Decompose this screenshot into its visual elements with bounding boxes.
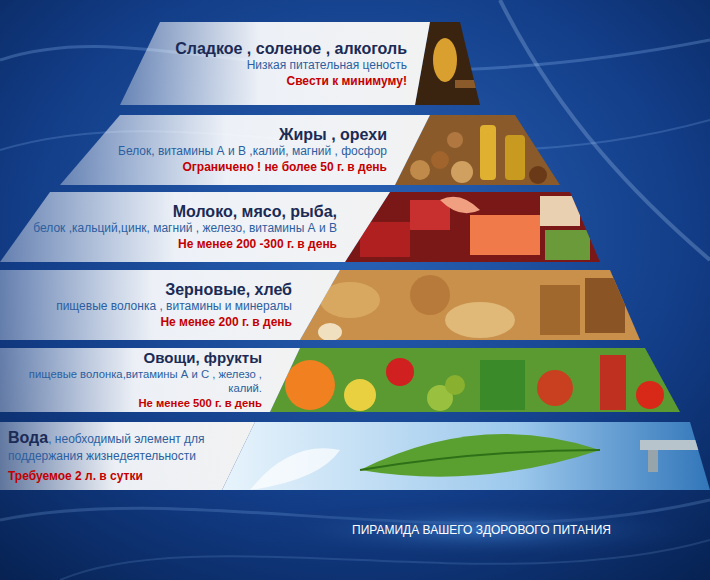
band-note: Не менее 500 г. в день (138, 396, 262, 411)
band-note: Требуемое 2 л. в сутки (8, 468, 143, 484)
pyramid-band: Жиры , орехиБелок, витамины А и В ,калий… (60, 115, 430, 185)
band-description: Белок, витамины А и В ,калий, магний , ф… (118, 144, 387, 159)
band-heading: Овощи, фрукты (144, 349, 262, 367)
band-heading: Молоко, мясо, рыба, (173, 202, 337, 221)
band-text-area: Вода, необходимый элемент для поддержани… (8, 423, 212, 489)
band-heading: Зерновые, хлеб (165, 280, 292, 299)
pyramid-band: Овощи, фруктыпищевые волонка,витамины А … (0, 348, 300, 412)
band-text-area: Сладкое , соленое , алкогольНизкая питат… (124, 23, 407, 104)
band-heading-line: Вода, необходимый элемент для поддержани… (8, 428, 212, 464)
band-description: Низкая питательная ценость (247, 58, 407, 73)
band-note: Ограничено ! не более 50 г. в день (183, 159, 387, 175)
band-note: Не менее 200 г. в день (160, 314, 292, 330)
band-note: Не менее 200 -300 г. в день (178, 236, 337, 252)
band-text-area: Молоко, мясо, рыба,белок ,кальций,цинк, … (4, 193, 337, 261)
pyramid-band: Сладкое , соленое , алкогольНизкая питат… (120, 22, 430, 105)
band-description: белок ,кальций,цинк, магний , железо, ви… (33, 221, 337, 236)
band-outline (0, 348, 300, 412)
band-text-area: Зерновые, хлебпищевые волонка , витамины… (4, 271, 292, 339)
band-outline (0, 422, 255, 490)
band-description: пищевые волонка , витамины и минералы (56, 299, 292, 314)
pyramid-band: Вода, необходимый элемент для поддержани… (0, 422, 255, 490)
band-text-area: Овощи, фруктыпищевые волонка,витамины А … (4, 349, 262, 411)
band-outline (60, 115, 430, 185)
pyramid-band: Зерновые, хлебпищевые волонка , витамины… (0, 270, 340, 340)
caption: ПИРАМИДА ВАШЕГО ЗДОРОВОГО ПИТАНИЯ (352, 523, 611, 537)
vegetables-fruits-picture (265, 344, 685, 416)
band-outline (120, 22, 430, 105)
band-text-area: Жиры , орехиБелок, витамины А и В ,калий… (64, 116, 387, 184)
pyramid-band: Молоко, мясо, рыба,белок ,кальций,цинк, … (0, 192, 390, 262)
band-note: Свести к минимуму! (286, 73, 407, 89)
band-heading: Сладкое , соленое , алкоголь (175, 39, 407, 58)
band-outline (0, 192, 390, 262)
band-description: пищевые волонка,витамины А и С , железо … (27, 367, 262, 395)
water-picture (220, 418, 710, 494)
bread-picture (295, 266, 645, 346)
band-heading: Вода (8, 429, 48, 446)
band-heading: Жиры , орехи (279, 125, 387, 144)
band-outline (0, 270, 340, 340)
